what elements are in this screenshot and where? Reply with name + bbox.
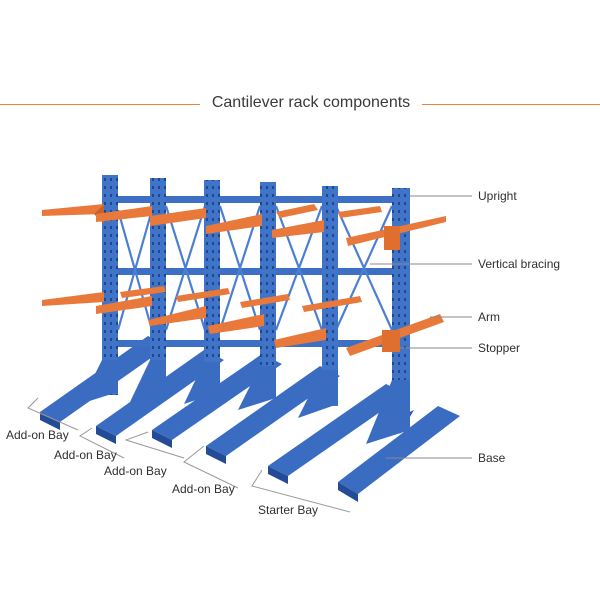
arm	[272, 220, 324, 238]
label-addon-bay-3: Add-on Bay	[104, 464, 167, 478]
label-addon-bay-2: Add-on Bay	[54, 448, 117, 462]
label-upright: Upright	[478, 189, 517, 203]
arm	[42, 204, 104, 216]
arm	[96, 296, 152, 314]
bay-labels: Add-on Bay Add-on Bay Add-on Bay Add-on …	[6, 428, 318, 517]
arm	[208, 314, 264, 334]
upright-column	[204, 180, 220, 388]
label-vertical-bracing: Vertical bracing	[478, 257, 560, 271]
arm	[274, 328, 326, 348]
upright-column	[260, 182, 276, 392]
arm	[206, 214, 262, 234]
rack-bases	[40, 336, 460, 502]
base-beam	[152, 354, 282, 440]
arms-lower	[42, 286, 444, 356]
base-beam	[338, 406, 460, 494]
title-bar: Cantilever rack components	[0, 92, 600, 116]
label-arm: Arm	[478, 310, 500, 324]
label-starter-bay: Starter Bay	[258, 503, 318, 517]
bay-brackets	[27, 397, 351, 513]
arm	[42, 292, 104, 306]
title-rule-right	[422, 104, 600, 105]
base-beam	[96, 350, 224, 436]
arm	[148, 306, 206, 326]
upright-column	[322, 186, 338, 406]
arm	[150, 208, 206, 226]
leader-lines	[370, 195, 472, 459]
label-addon-bay-4: Add-on Bay	[172, 482, 235, 496]
diagram-title: Cantilever rack components	[211, 94, 411, 111]
arms-upper	[42, 204, 446, 250]
upright-column	[150, 178, 166, 388]
upright-column	[102, 175, 118, 395]
label-base: Base	[478, 451, 506, 465]
component-labels: Upright Vertical bracing Arm Stopper Bas…	[478, 189, 560, 465]
arm	[96, 206, 152, 222]
label-addon-bay-1: Add-on Bay	[6, 428, 69, 442]
label-stopper: Stopper	[478, 341, 520, 355]
stopper	[384, 226, 400, 250]
title-rule-left	[0, 104, 200, 105]
base-beam	[268, 384, 406, 476]
stopper	[382, 330, 400, 352]
base-beam	[206, 366, 340, 456]
